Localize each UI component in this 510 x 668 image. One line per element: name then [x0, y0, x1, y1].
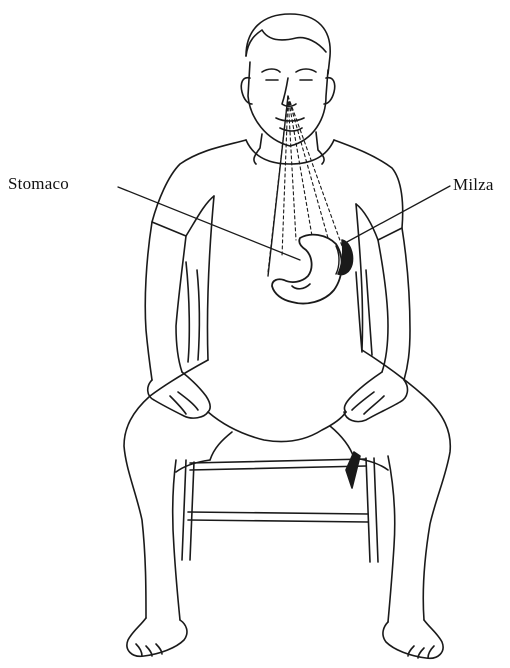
- spleen-organ: [336, 240, 353, 275]
- feet: [127, 618, 443, 658]
- stomaco-leader-line: [118, 187, 300, 260]
- head: [241, 14, 334, 146]
- chair: [182, 262, 378, 562]
- stomach-organ: [272, 235, 342, 304]
- legs: [124, 350, 450, 622]
- spleen-label: Milza: [453, 175, 494, 195]
- projection-lines: [268, 96, 342, 272]
- milza-leader-line: [345, 186, 450, 243]
- stomach-label: Stomaco: [8, 174, 69, 194]
